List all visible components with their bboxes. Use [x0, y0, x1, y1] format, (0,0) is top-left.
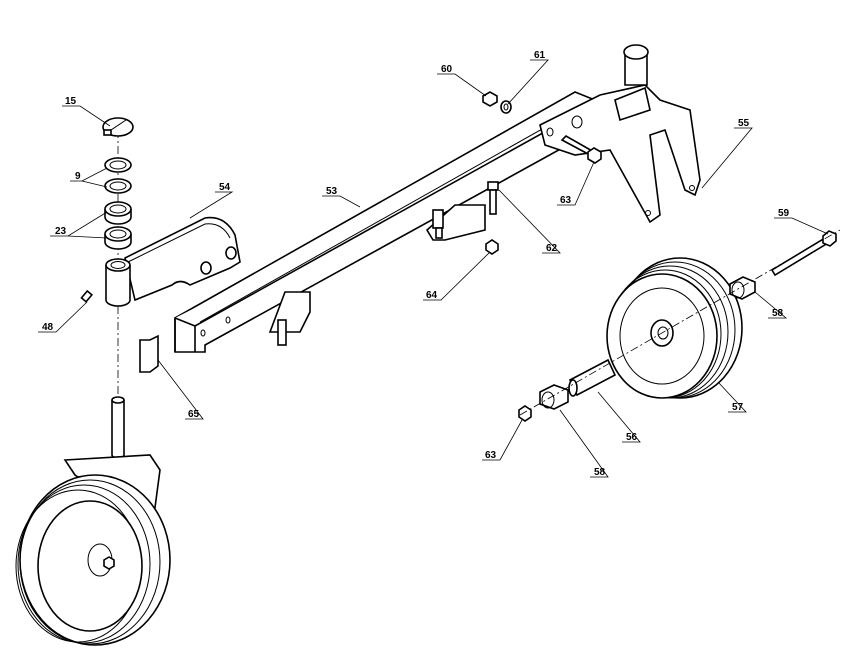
callout-61: 61: [534, 50, 546, 61]
part-58-spacer-lower: [539, 384, 569, 410]
wheel-axis: [519, 229, 841, 416]
part-23-bearings: [104, 201, 132, 250]
callout-23: 23: [55, 226, 67, 237]
callout-62: 62: [546, 243, 558, 254]
part-65-end-cap: [139, 334, 159, 373]
part-54-arm: [105, 216, 241, 307]
callout-64: 64: [426, 290, 438, 301]
callout-60: 60: [441, 64, 453, 75]
part-9-washers: [104, 157, 132, 194]
callout-56: 56: [626, 432, 638, 443]
callout-53: 53: [326, 186, 338, 197]
callout-58-lower: 58: [594, 467, 606, 478]
part-15-cap: [102, 117, 134, 137]
part-53-beam: [174, 91, 596, 353]
part-57-wheel: [606, 257, 743, 399]
callout-54: 54: [219, 182, 231, 193]
callout-55: 55: [738, 118, 750, 129]
callout-leaders: [38, 59, 829, 478]
callout-9: 9: [75, 171, 81, 182]
callout-63-upper: 63: [560, 195, 572, 206]
callout-63-lower: 63: [485, 450, 497, 461]
part-63-nut: [518, 405, 532, 422]
caster-wheel: [15, 396, 171, 646]
part-56-sleeve: [568, 358, 617, 397]
part-62-bolt: [487, 181, 499, 215]
callout-57: 57: [732, 402, 744, 413]
callout-65: 65: [188, 409, 200, 420]
callout-59: 59: [778, 208, 790, 219]
part-58-spacer: [729, 276, 756, 300]
part-60-nut: [482, 91, 498, 107]
part-64-nut: [485, 239, 499, 255]
part-63-bolt: [560, 135, 602, 164]
part-48-grease-nipple: [80, 289, 93, 303]
callout-48: 48: [42, 322, 54, 333]
part-55-bracket: [539, 44, 701, 224]
callout-15: 15: [65, 96, 77, 107]
callout-58-upper: 58: [772, 308, 784, 319]
